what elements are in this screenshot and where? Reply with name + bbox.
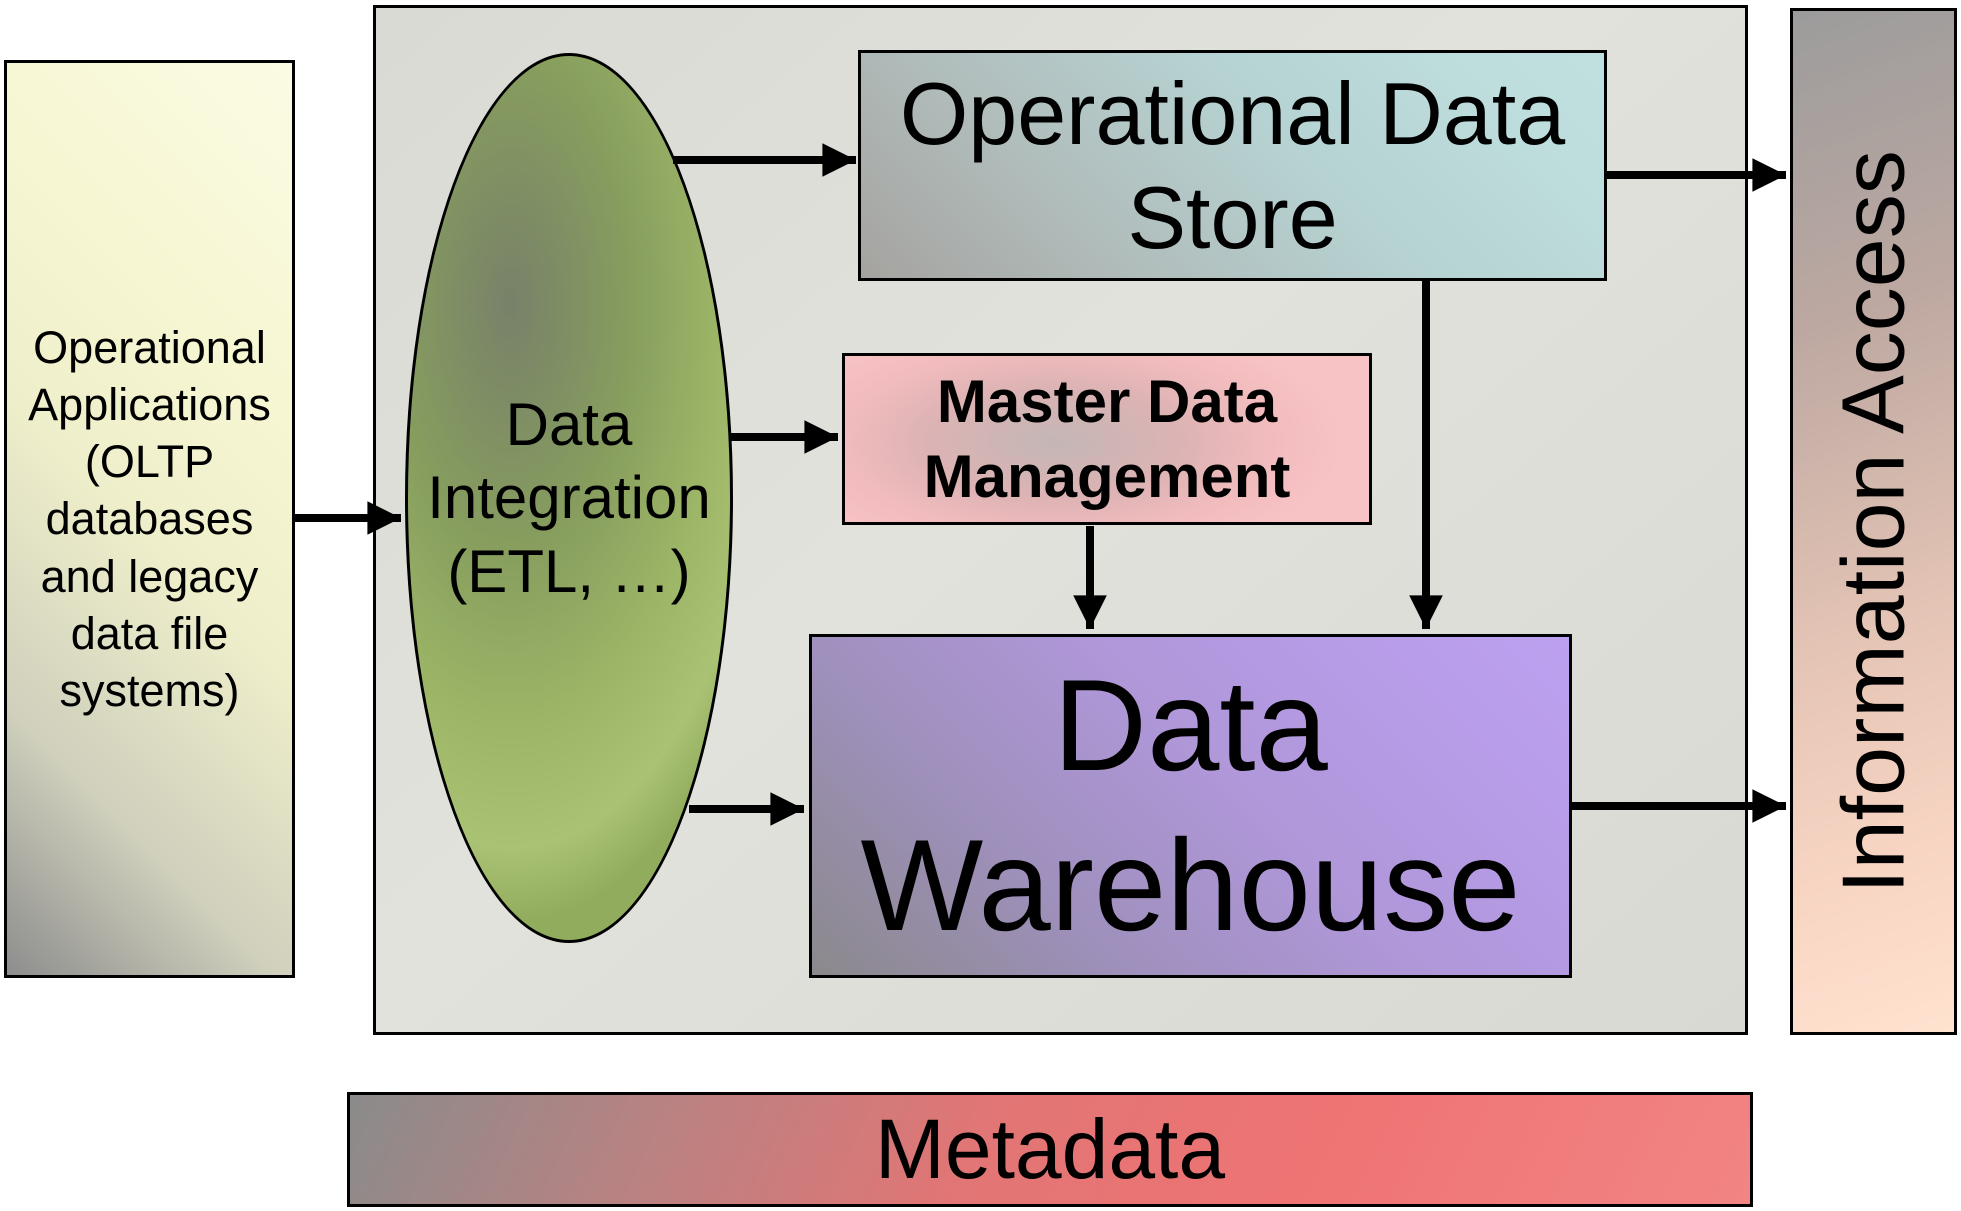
node-data-warehouse: Data Warehouse bbox=[809, 634, 1572, 978]
operational-data-store-label: Operational Data Store bbox=[899, 63, 1566, 267]
information-access-label: Information Access bbox=[1823, 149, 1923, 894]
master-data-management-label: Master Data Management bbox=[923, 368, 1291, 510]
operational-applications-label: Operational Applications (OLTP databases… bbox=[28, 322, 271, 716]
data-integration-label: Data Integration (ETL, …) bbox=[427, 391, 711, 605]
metadata-label: Metadata bbox=[874, 1102, 1226, 1196]
node-operational-data-store: Operational Data Store bbox=[858, 50, 1607, 281]
data-warehouse-label: Data Warehouse bbox=[860, 652, 1521, 958]
node-information-access: Information Access bbox=[1790, 8, 1957, 1035]
node-metadata: Metadata bbox=[347, 1092, 1753, 1207]
node-master-data-management: Master Data Management bbox=[842, 353, 1372, 525]
node-operational-applications: Operational Applications (OLTP databases… bbox=[4, 60, 295, 978]
node-data-integration: Data Integration (ETL, …) bbox=[405, 53, 733, 943]
